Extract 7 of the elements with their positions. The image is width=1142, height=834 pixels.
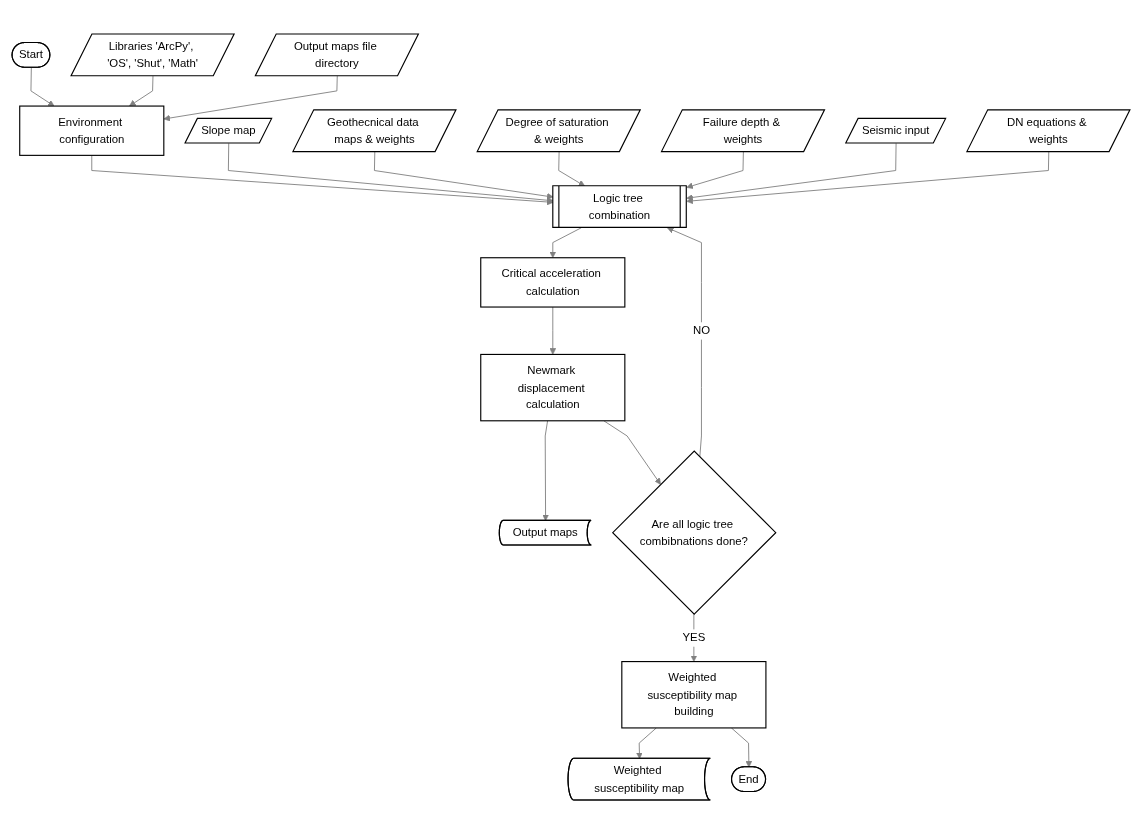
node-box: Weighted susceptibility map building (621, 661, 767, 729)
edge-label: NO (692, 323, 710, 337)
node-diamond: Are all logic tree combibnations done? (611, 450, 777, 615)
node-box: Newmark displacement calculation (480, 353, 626, 422)
node-box: Critical acceleration calculation (480, 257, 626, 308)
edge-label: YES (682, 630, 706, 644)
node-box: Environment configuration (19, 105, 165, 156)
